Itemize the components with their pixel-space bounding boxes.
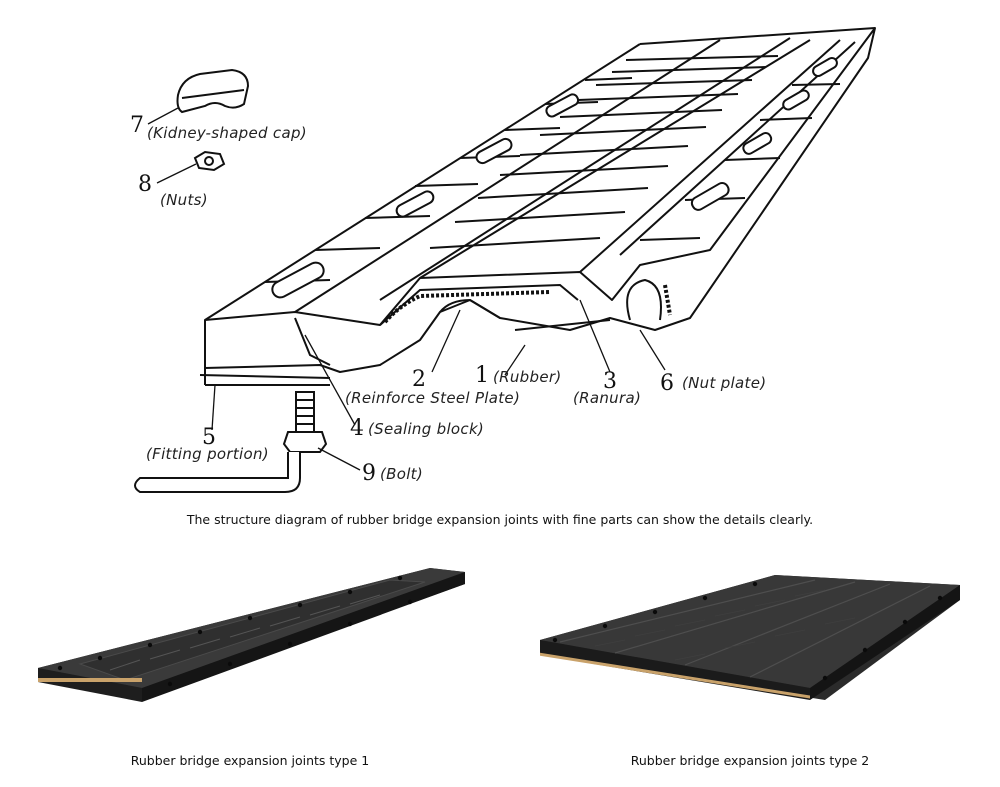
part-labels: 7 (Kidney-shaped cap) 8 (Nuts) 1 (Rubber… — [130, 113, 766, 486]
part-6-num: 6 — [660, 371, 674, 396]
part-8-label: (Nuts) — [160, 191, 208, 209]
part-8-num: 8 — [138, 172, 152, 197]
part-9-label: (Bolt) — [380, 465, 423, 483]
bolt-part — [134, 391, 328, 493]
cross-section — [294, 278, 672, 366]
part-2-label: (Reinforce Steel Plate) — [345, 389, 520, 407]
part-7-num: 7 — [130, 113, 144, 138]
part-3-num: 3 — [603, 369, 617, 394]
part-6-label: (Nut plate) — [682, 374, 766, 392]
part-3-label: (Ranura) — [573, 389, 641, 407]
nut-part — [193, 150, 226, 172]
part-5-num: 5 — [202, 425, 216, 450]
part-4-num: 4 — [350, 416, 364, 441]
part-5-label: (Fitting portion) — [146, 445, 269, 463]
leader-lines — [147, 107, 666, 471]
kidney-cap-part — [176, 68, 250, 114]
part-1-num: 1 — [475, 363, 489, 388]
diagram-caption: The structure diagram of rubber bridge e… — [186, 512, 814, 527]
part-4-label: (Sealing block) — [368, 420, 484, 438]
bolt-slots — [271, 57, 838, 299]
structure-diagram: 7 (Kidney-shaped cap) 8 (Nuts) 1 (Rubber… — [130, 27, 876, 493]
product-image-type-2 — [540, 575, 960, 700]
part-2-num: 2 — [412, 367, 426, 392]
part-1-label: (Rubber) — [493, 368, 561, 386]
part-7-label: (Kidney-shaped cap) — [147, 124, 307, 142]
part-9-num: 9 — [362, 461, 376, 486]
product-image-type-1 — [38, 568, 465, 702]
joint-body — [204, 27, 876, 373]
type-1-caption: Rubber bridge expansion joints type 1 — [130, 753, 370, 768]
type-2-caption: Rubber bridge expansion joints type 2 — [630, 753, 870, 768]
